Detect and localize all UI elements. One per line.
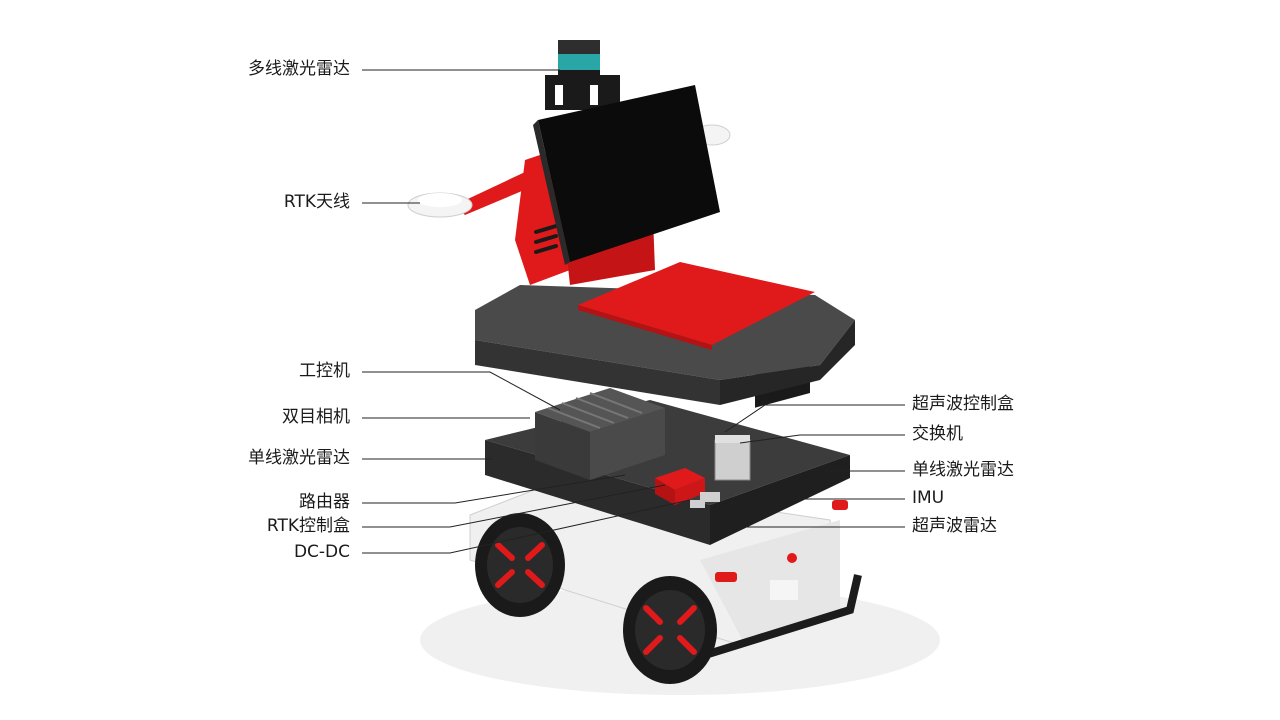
label-switch: 交换机 xyxy=(912,424,963,444)
label-router: 路由器 xyxy=(299,492,350,512)
label-stereo-camera: 双目相机 xyxy=(282,407,350,427)
leader-ultrasonic-control-box xyxy=(724,404,905,433)
label-ultrasonic-radar: 超声波雷达 xyxy=(912,516,997,536)
electronics-tray xyxy=(485,388,850,545)
label-imu: IMU xyxy=(912,488,945,508)
leader-dc-dc xyxy=(362,499,691,554)
label-single-line-lidar-right: 单线激光雷达 xyxy=(912,460,1014,480)
wheel-front-left xyxy=(623,576,717,684)
display-screen xyxy=(533,85,720,265)
leader-industrial-pc xyxy=(362,371,561,411)
lidar-unit xyxy=(558,40,600,78)
leader-rtk-control-box xyxy=(362,484,666,528)
label-rtk-antenna: RTK天线 xyxy=(283,192,350,212)
leader-switch xyxy=(739,434,905,444)
wheel-rear-left xyxy=(475,513,565,617)
label-industrial-pc: 工控机 xyxy=(299,361,350,381)
rtk-antenna-disc-left xyxy=(407,192,473,218)
label-multi-line-lidar: 多线激光雷达 xyxy=(248,59,350,79)
label-single-line-lidar-left: 单线激光雷达 xyxy=(248,448,350,468)
label-rtk-control-box: RTK控制盒 xyxy=(266,516,350,536)
label-dc-dc: DC-DC xyxy=(293,542,350,562)
label-ultrasonic-control-box: 超声波控制盒 xyxy=(912,394,1014,414)
top-plate xyxy=(475,262,855,405)
leader-router xyxy=(362,474,626,504)
